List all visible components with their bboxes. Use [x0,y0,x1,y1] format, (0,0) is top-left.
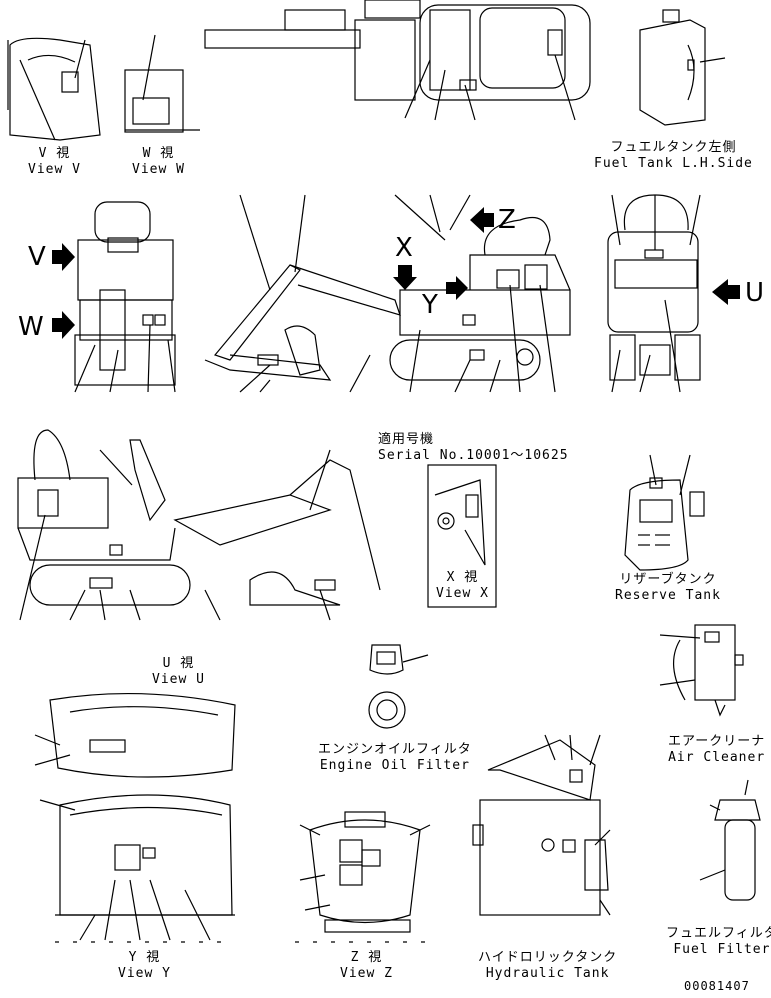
reserve-tank-jp: リザーブタンク [619,572,717,587]
fuel-tank-en: Fuel Tank L.H.Side [594,156,753,171]
view-w-drawing [124,34,200,133]
marker-u: U [745,278,765,308]
view-u-drawing [34,692,236,778]
reserve-tank-en: Reserve Tank [615,588,721,603]
view-y-en: View Y [118,966,171,981]
view-z-en: View Z [340,966,393,981]
view-y-drawing [39,794,235,941]
view-v-en: View V [28,162,81,177]
marker-y: Y [422,290,438,320]
reserve-tank-drawing [624,454,705,571]
view-u-en: View U [152,672,205,687]
view-y-jp: Y 視 [128,950,161,965]
engine-oil-filter-label: エンジンオイルフィルタ Engine Oil Filter [318,742,472,774]
air-cleaner-drawing [659,624,744,717]
view-v-drawing [7,37,101,141]
arrow-u [712,279,740,305]
reserve-tank-label: リザーブタンク Reserve Tank [615,572,721,604]
engine-oil-filter-drawing [368,644,429,729]
serial-en: Serial No.10001～10625 [378,448,569,463]
arrow-y [446,276,468,300]
air-cleaner-jp: エアークリーナ [668,734,766,749]
air-cleaner-label: エアークリーナ Air Cleaner [668,734,765,766]
machine-side-view-rh [17,429,381,621]
view-z-drawing [299,811,431,933]
hydraulic-tank-label: ハイドロリックタンク Hydraulic Tank [478,950,617,982]
marker-z: Z [498,205,516,235]
view-x-en: View X [436,586,489,601]
view-z-jp: Z 視 [350,950,383,965]
fuel-tank-drawing [639,9,726,126]
view-u-jp: U 視 [162,656,195,671]
view-z-label: Z 視 View Z [340,950,393,982]
view-x-jp: X 視 [446,570,479,585]
marker-x: X [395,233,413,263]
hydraulic-tank-en: Hydraulic Tank [485,966,610,981]
fuel-filter-en: Fuel Filter [673,942,771,957]
view-u-label: U 視 View U [152,656,205,688]
arrow-z [470,207,494,233]
view-v-label: V 視 View V [28,146,81,178]
air-cleaner-en: Air Cleaner [668,750,766,765]
fuel-filter-jp: フュエルフィルタ [666,926,771,941]
arrow-x [393,265,417,290]
view-v-jp: V 視 [38,146,71,161]
machine-side-view [204,194,571,393]
machine-top-view [204,0,591,121]
fuel-tank-jp: フュエルタンク左側 [610,140,737,155]
view-y-label: Y 視 View Y [118,950,171,982]
fuel-filter-drawing [699,779,761,901]
machine-front-view [74,201,176,393]
hydraulic-tank-jp: ハイドロリックタンク [478,950,618,965]
view-w-label: W 視 View W [132,146,185,178]
engine-oil-filter-jp: エンジンオイルフィルタ [318,742,472,757]
fuel-tank-label: フュエルタンク左側 Fuel Tank L.H.Side [594,140,753,172]
view-x-label: X 視 View X [436,570,489,602]
serial-jp: 適用号機 [378,432,435,447]
view-x-drawing [427,464,497,608]
hydraulic-tank-drawing [472,734,611,916]
engine-oil-filter-en: Engine Oil Filter [319,758,470,773]
serial-label: 適用号機 Serial No.10001～10625 [378,432,569,464]
drawing-number: 00081407 [684,979,750,993]
arrow-w [52,311,75,339]
marker-v: V [28,242,46,272]
machine-rear-view [607,194,701,393]
fuel-filter-label: フュエルフィルタ Fuel Filter [666,926,771,958]
view-w-jp: W 視 [142,146,175,161]
arrow-v [52,243,75,271]
view-w-en: View W [132,162,185,177]
marker-w: W [18,312,44,342]
